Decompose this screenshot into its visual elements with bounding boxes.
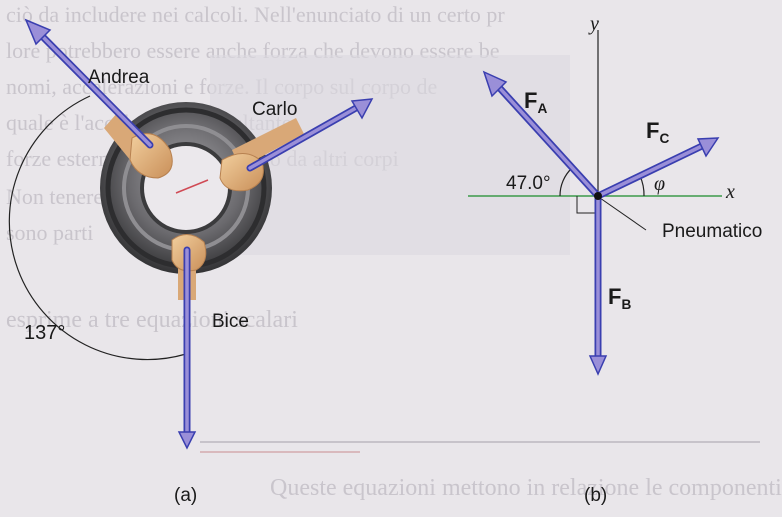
background-text-line: esprime a tre equazioni scalari xyxy=(6,307,298,333)
hand-andrea xyxy=(104,112,173,179)
angle-label-phi: φ xyxy=(654,173,666,195)
force-arrow-carlo xyxy=(246,98,374,172)
angle-arc-137 xyxy=(8,95,187,361)
angle-label-47: 47.0° xyxy=(506,173,551,194)
caption-a: (a) xyxy=(174,485,198,506)
angle-label-137: 137° xyxy=(24,322,66,344)
name-bice: Bice xyxy=(212,311,249,332)
force-label-fa: FA xyxy=(524,88,548,117)
caption-b: (b) xyxy=(584,485,608,506)
background-text-line: Queste equazioni mettono in relazione le… xyxy=(270,475,782,501)
force-arrow-fc xyxy=(594,137,720,200)
force-arrow-andrea xyxy=(24,18,154,149)
background-text-line: ciò da includere nei calcoli. Nell'enunc… xyxy=(6,2,505,27)
pneumatico-label: Pneumatico xyxy=(662,221,763,242)
axis-label-x: x xyxy=(726,181,735,203)
force-arrow-bice xyxy=(177,246,197,450)
name-carlo: Carlo xyxy=(252,99,298,120)
right-angle-marker xyxy=(576,196,598,214)
axis-label-y: y xyxy=(590,13,599,35)
force-arrow-fb xyxy=(588,192,608,376)
origin-point xyxy=(594,192,602,200)
background-text-line: sono parti xyxy=(6,220,94,245)
force-label-fb: FB xyxy=(608,284,632,313)
force-arrow-fa xyxy=(482,70,602,200)
pneumatico-leader-line xyxy=(599,197,647,231)
force-label-fc: FC xyxy=(646,118,670,147)
name-andrea: Andrea xyxy=(88,67,150,88)
